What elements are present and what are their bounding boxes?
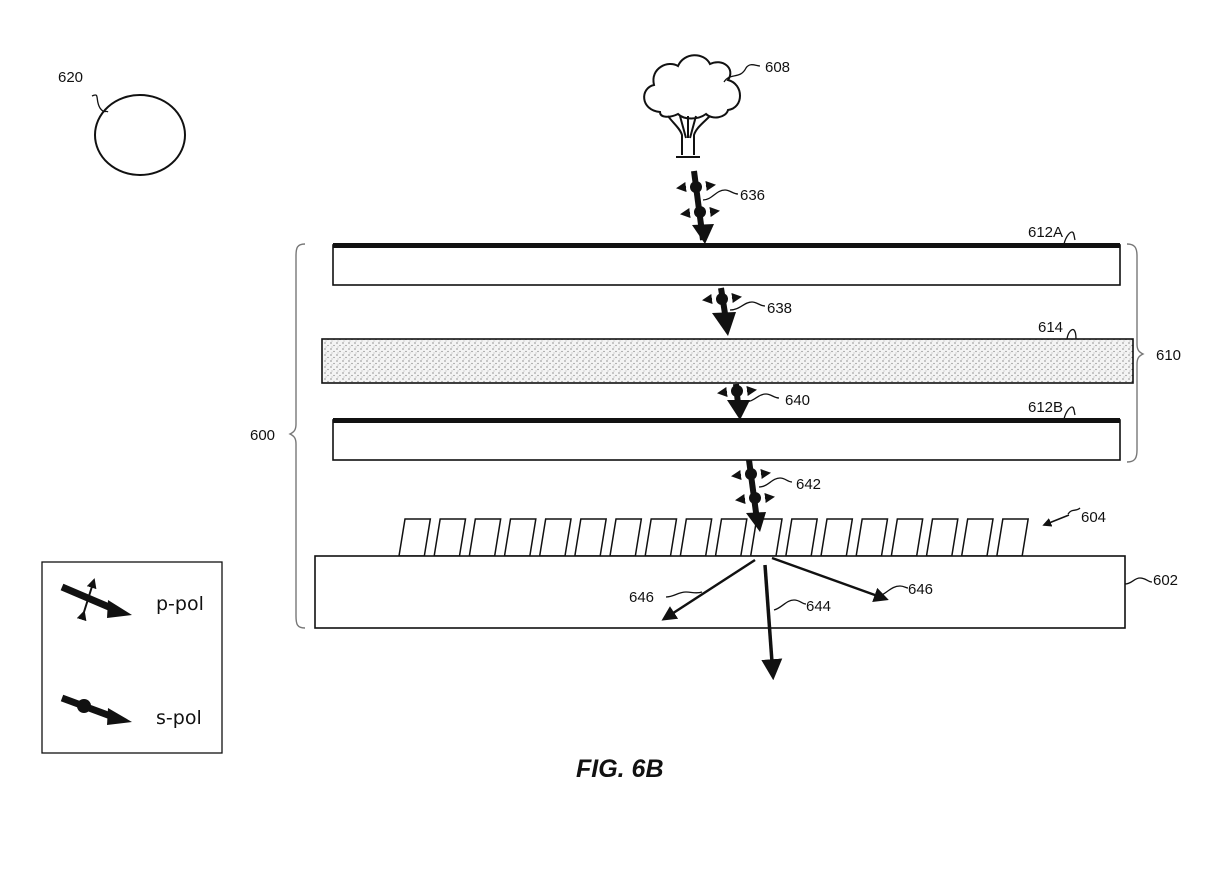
label-614: 614: [1038, 319, 1063, 336]
label-642: 642: [796, 476, 821, 493]
label-636: 636: [740, 187, 765, 204]
label-646-right: 646: [908, 581, 933, 598]
label-646-left: 646: [629, 589, 654, 606]
grating-tooth: [855, 518, 889, 557]
label-608: 608: [765, 59, 790, 76]
grating-tooth: [433, 518, 467, 557]
grating-tooth: [890, 518, 924, 557]
grating-604: [398, 518, 1030, 557]
beam-636-arrow: [676, 170, 720, 244]
bracket-600: [288, 243, 306, 629]
grating-tooth: [679, 518, 713, 557]
bracket-610: [1126, 243, 1145, 463]
grating-tooth: [538, 518, 572, 557]
beam-642-arrow: [731, 459, 775, 532]
figure-caption: FIG. 6B: [576, 755, 664, 783]
light-source-620: 620: [58, 69, 186, 176]
s-pol-arrow-icon: [60, 694, 132, 725]
beam-646-left-arrow: [661, 558, 756, 621]
grating-tooth: [995, 518, 1030, 557]
tree-icon: [643, 54, 741, 158]
legend-label-p-pol: p-pol: [156, 593, 204, 615]
grating-tooth: [609, 518, 643, 557]
label-644: 644: [806, 598, 831, 615]
beam-646-right-arrow: [771, 556, 889, 602]
label-610: 610: [1156, 347, 1181, 364]
beam-644-arrow: [761, 564, 783, 681]
grating-tooth: [398, 518, 432, 557]
label-612a: 612A: [1028, 224, 1063, 241]
grating-tooth: [925, 518, 959, 557]
grating-tooth: [573, 518, 608, 557]
beam-640-arrow: [717, 383, 757, 420]
waveguide-602: [314, 555, 1126, 629]
label-600: 600: [250, 427, 275, 444]
legend-label-s-pol: s-pol: [156, 707, 202, 729]
label-640: 640: [785, 392, 810, 409]
label-620: 620: [58, 69, 83, 86]
label-638: 638: [767, 300, 792, 317]
grating-tooth: [714, 518, 748, 557]
legend: p-pol s-pol: [41, 561, 223, 754]
beam-638-arrow: [702, 287, 742, 336]
retarder-614: [321, 338, 1134, 384]
p-pol-arrow-icon: [60, 578, 132, 622]
grating-tooth: [820, 518, 854, 557]
grating-tooth: [784, 518, 819, 557]
grating-tooth: [960, 518, 994, 557]
grating-tooth: [644, 518, 678, 557]
label-612b: 612B: [1028, 399, 1063, 416]
label-604: 604: [1081, 509, 1106, 526]
grating-tooth: [503, 518, 537, 557]
polarizer-612a: [332, 243, 1121, 286]
label-602: 602: [1153, 572, 1178, 589]
grating-tooth: [468, 518, 502, 557]
polarizer-612b: [332, 418, 1121, 461]
